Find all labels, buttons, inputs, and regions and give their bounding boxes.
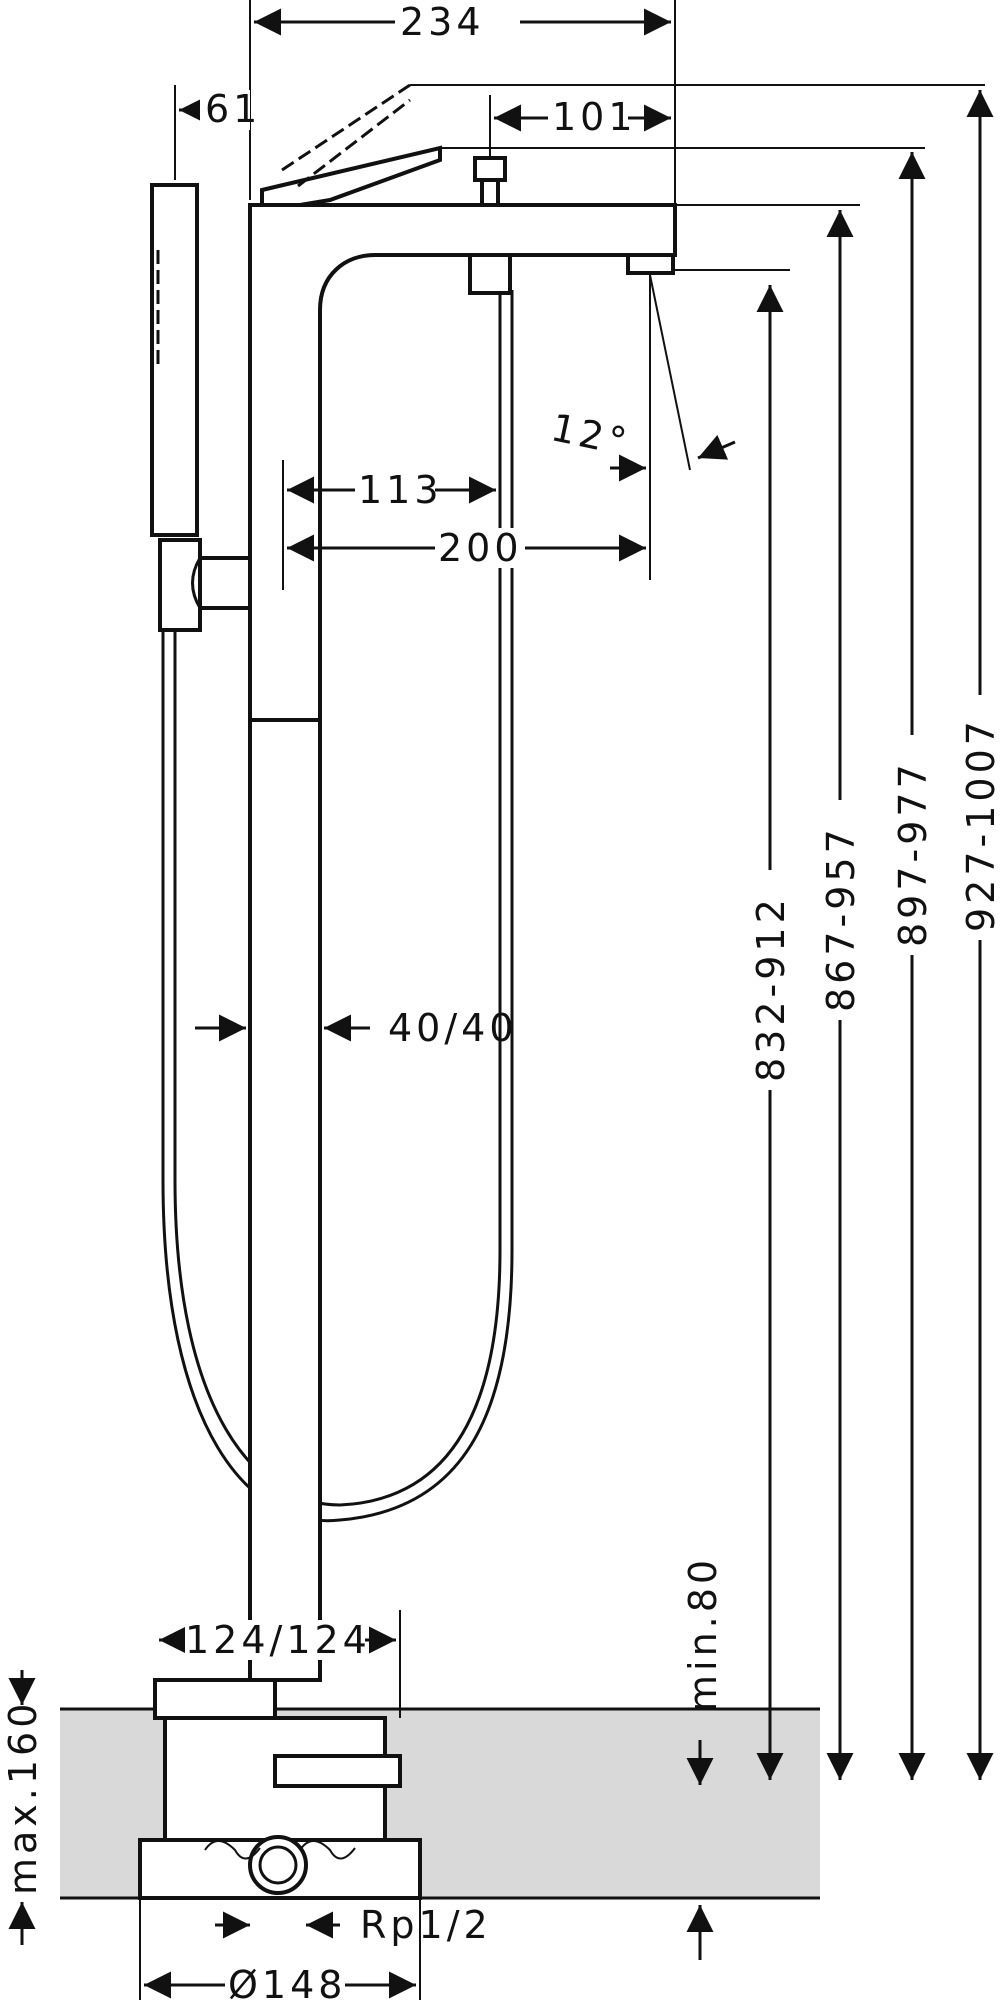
label-handle-offset: 61 [205, 87, 261, 131]
label-projection: 200 [438, 526, 523, 570]
label-angle: 12° [547, 405, 634, 465]
hand-shower [150, 183, 252, 632]
label-max-depth: max.160 [1, 1700, 45, 1895]
label-flange-diameter: Ø148 [228, 1963, 346, 2000]
label-base-size: 124/124 [185, 1618, 371, 1662]
label-top-width: 234 [400, 0, 485, 44]
label-height-outlet: 832-912 [749, 895, 793, 1082]
shower-hose [161, 290, 514, 1523]
extension-lines [139, 0, 985, 2000]
riser-column [248, 203, 677, 1682]
mounting-body [138, 1678, 422, 1900]
label-inner-offset: 113 [358, 468, 443, 512]
label-spout-to-center: 101 [552, 95, 637, 139]
label-height-spout: 867-957 [819, 825, 863, 1012]
label-connection: Rp1/2 [360, 1903, 492, 1947]
label-height-total: 927-1007 [959, 717, 1003, 932]
label-height-lever: 897-977 [891, 760, 935, 947]
lever-handle [260, 83, 507, 207]
label-tube-section: 40/40 [388, 1006, 518, 1050]
label-min-clearance: min.80 [681, 1556, 725, 1712]
